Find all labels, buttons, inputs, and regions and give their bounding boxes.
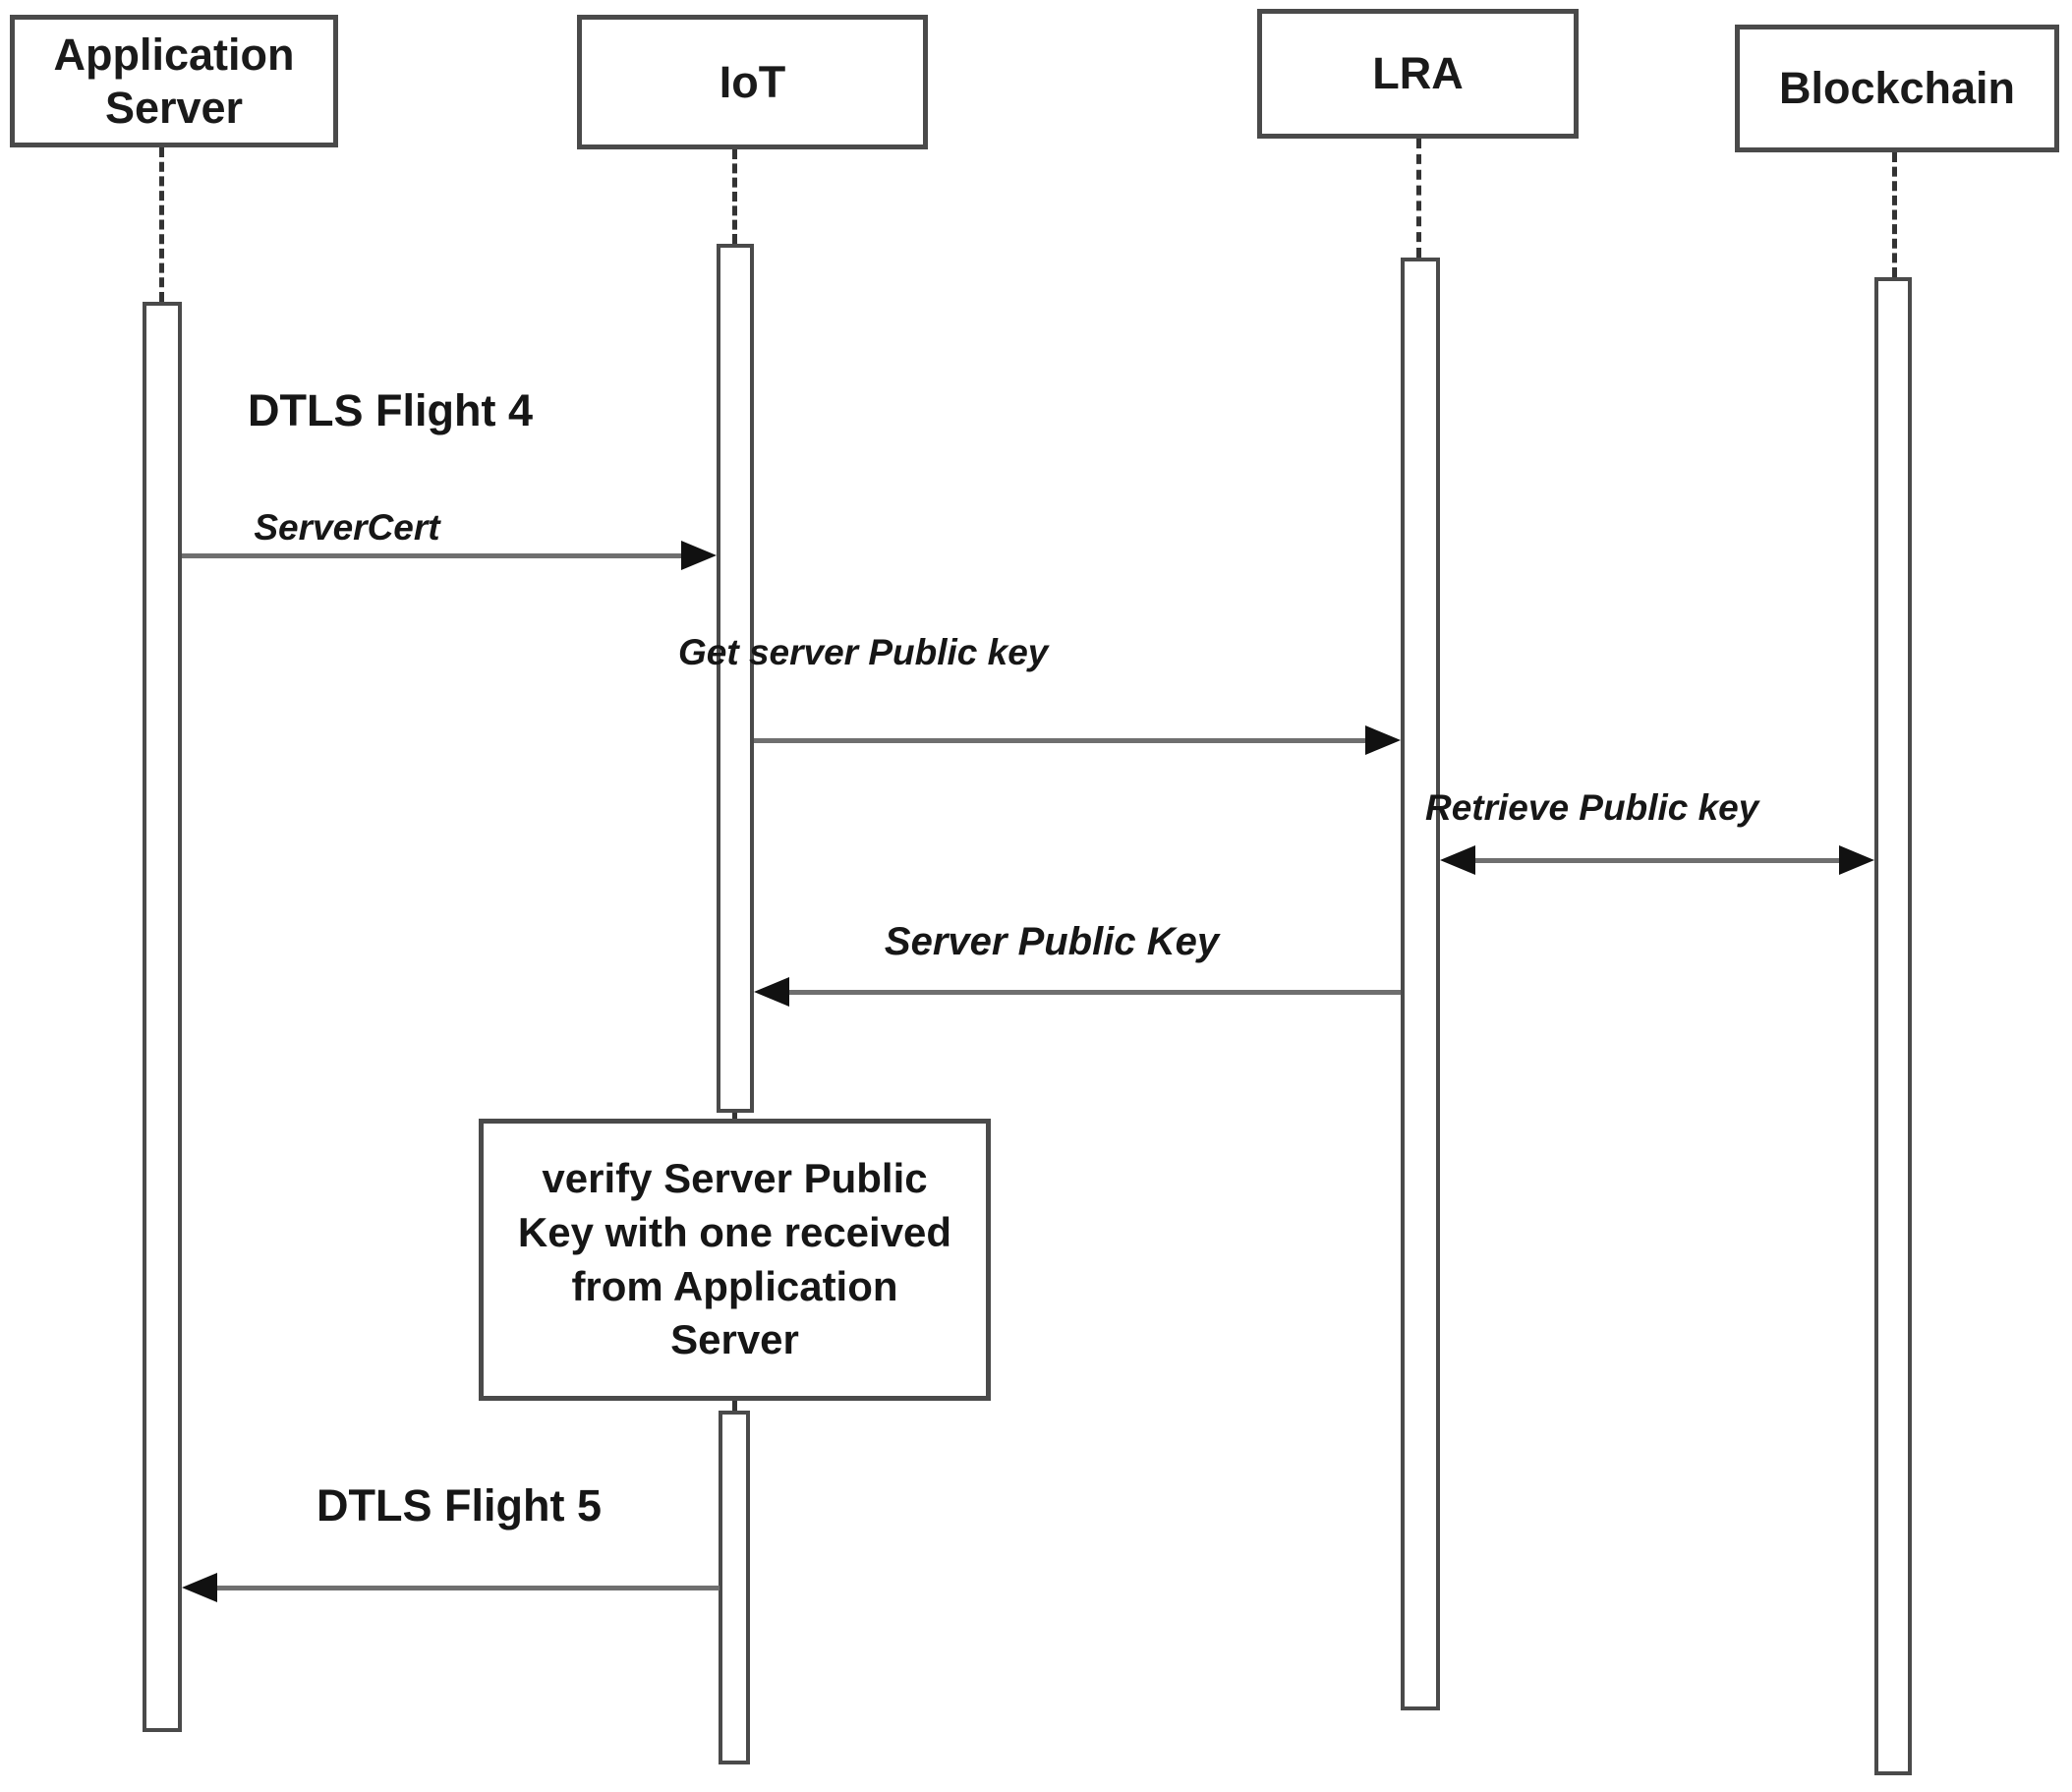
lifeline-blockchain [1892,152,1897,277]
message-label-retrieve-public-key: Retrieve Public key [1425,787,1759,828]
actor-box-lra: LRA [1257,9,1579,139]
lifeline-iot-gap-below-note [732,1401,737,1411]
lifeline-lra [1416,139,1421,258]
arrowhead-left-server-public-key-icon [754,977,789,1007]
phase-label-dtls-flight-4: DTLS Flight 4 [248,385,533,435]
note-line-1: verify Server Public [542,1155,928,1202]
actor-label-lra: LRA [1372,48,1464,98]
message-line-dtls-flight-5 [213,1586,719,1590]
message-label-get-server-public-key: Get server Public key [678,632,1049,672]
arrowhead-right-servercert-icon [681,541,717,570]
actor-label-iot: IoT [719,56,786,107]
actor-label-blockchain: Blockchain [1778,63,2016,113]
activation-bar-application-server [143,302,182,1732]
note-line-4: Server [670,1316,799,1363]
actor-box-blockchain: Blockchain [1735,25,2059,152]
lifeline-application-server [159,147,164,302]
arrowhead-left-dtls-flight-5-icon [182,1573,217,1602]
activation-bar-lra [1401,258,1440,1710]
actor-box-iot: IoT [577,15,928,149]
arrowhead-left-retrieve-public-key-icon [1440,845,1475,875]
arrowhead-right-get-server-public-key-icon [1365,725,1401,755]
actor-label-application-server: Application Server [53,29,295,133]
phase-label-dtls-flight-5: DTLS Flight 5 [317,1480,602,1531]
arrowhead-right-retrieve-public-key-icon [1839,845,1874,875]
message-line-retrieve-public-key [1471,858,1843,863]
message-line-servercert [182,553,685,558]
message-line-server-public-key [785,990,1401,995]
message-label-server-public-key: Server Public Key [884,920,1220,963]
lifeline-iot [732,149,737,244]
note-line-3: from Application [571,1262,898,1309]
activation-bar-iot-2 [719,1411,750,1764]
note-line-2: Key with one received [517,1208,952,1255]
activation-bar-iot-1 [717,244,754,1113]
activation-bar-blockchain [1874,277,1912,1775]
message-line-get-server-public-key [754,738,1367,743]
note-verify-server-public-key: verify Server Public Key with one receiv… [479,1119,991,1401]
message-label-servercert: ServerCert [254,507,440,548]
actor-box-application-server: Application Server [10,15,338,147]
